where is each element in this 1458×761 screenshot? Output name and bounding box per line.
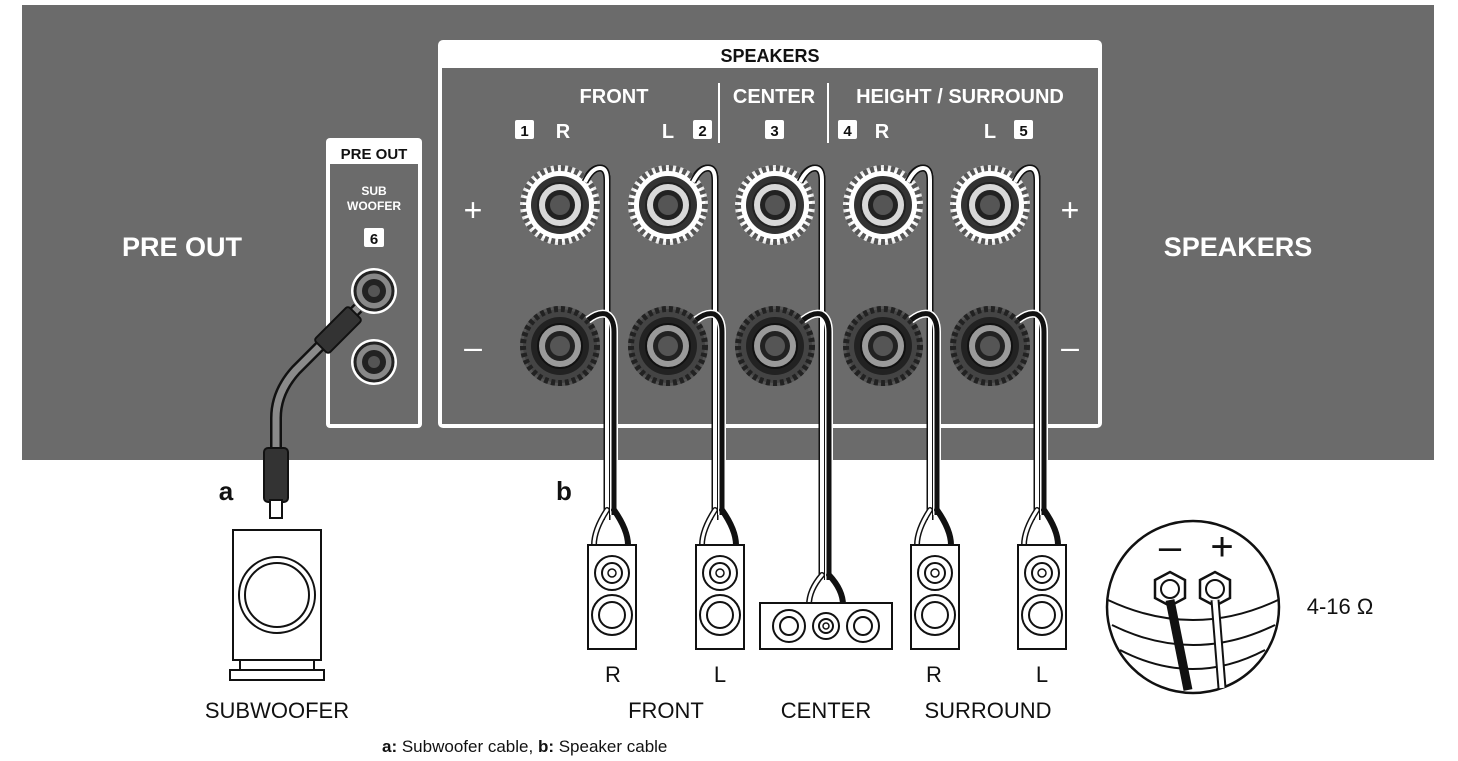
subwoofer-rca-jack-bottom: [349, 337, 399, 387]
channel-5-side: L: [984, 121, 996, 143]
preout-channel-number: 6: [370, 231, 378, 248]
caption-a-key: a:: [382, 737, 397, 756]
sub-label-2: WOOFER: [347, 199, 401, 213]
minus-sign-left: –: [464, 329, 482, 365]
caption-b-text: Speaker cable: [554, 737, 667, 756]
center-speaker: [759, 602, 893, 650]
cable-a-label: a: [219, 476, 234, 506]
front-label: FRONT: [628, 698, 704, 723]
preout-box: PRE OUT SUB WOOFER 6: [326, 138, 422, 428]
front-left-speaker: [695, 544, 745, 650]
subwoofer-label: SUBWOOFER: [205, 698, 349, 723]
channel-1-side: R: [556, 121, 571, 143]
surround-left-speaker: [1017, 544, 1067, 650]
channel-3-number: 3: [770, 123, 778, 140]
impedance-label: 4-16 Ω: [1307, 594, 1374, 619]
preout-side-label: PRE OUT: [122, 232, 243, 262]
caption-a-text: Subwoofer cable,: [397, 737, 538, 756]
surround-right-speaker: [910, 544, 960, 650]
height-surround-group-label: HEIGHT / SURROUND: [856, 86, 1064, 108]
minus-sign-right: –: [1061, 329, 1079, 365]
front-r-label: R: [605, 662, 621, 687]
channel-2-side: L: [662, 121, 674, 143]
surround-l-label: L: [1036, 662, 1048, 687]
channel-1-number: 1: [520, 123, 528, 140]
center-group-label: CENTER: [733, 86, 816, 108]
speakers-box-header: SPEAKERS: [720, 46, 819, 66]
cable-b-label: b: [556, 476, 572, 506]
caption-b-key: b:: [538, 737, 554, 756]
channel-4-number: 4: [843, 123, 852, 140]
subwoofer-rca-jack-top: [349, 266, 399, 316]
front-group-label: FRONT: [580, 86, 649, 108]
terminal-detail-zoom: – +: [1105, 519, 1281, 695]
preout-box-header: PRE OUT: [341, 146, 408, 163]
channel-2-number: 2: [698, 123, 706, 140]
sub-label-1: SUB: [361, 184, 387, 198]
channel-5-number: 5: [1019, 123, 1027, 140]
detail-minus-sign: –: [1159, 525, 1182, 569]
caption: a: Subwoofer cable, b: Speaker cable: [382, 737, 667, 756]
speakers-side-label: SPEAKERS: [1164, 232, 1313, 262]
plus-sign-left: +: [464, 192, 483, 228]
front-l-label: L: [714, 662, 726, 687]
plus-sign-right: +: [1061, 192, 1080, 228]
surround-label: SURROUND: [924, 698, 1051, 723]
subwoofer-cable: [263, 303, 363, 519]
detail-plus-sign: +: [1210, 525, 1233, 569]
subwoofer-unit: [229, 529, 325, 681]
front-right-speaker: [587, 544, 637, 650]
surround-r-label: R: [926, 662, 942, 687]
center-label: CENTER: [781, 698, 871, 723]
channel-4-side: R: [875, 121, 890, 143]
